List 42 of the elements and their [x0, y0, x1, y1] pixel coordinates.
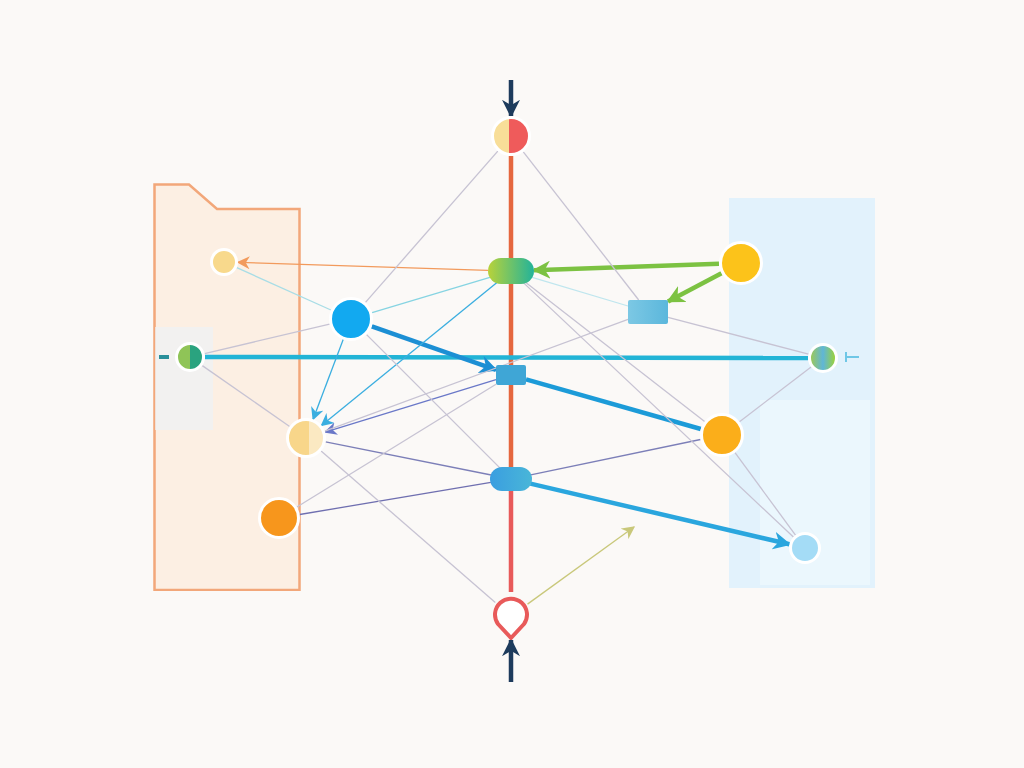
connector-line [667, 316, 810, 355]
connector-line [296, 383, 497, 508]
arrow [323, 378, 497, 435]
connector-line [324, 318, 629, 432]
arrow [529, 481, 792, 550]
connector-line [734, 452, 797, 536]
connector-line [299, 481, 492, 516]
connector-line [530, 276, 629, 307]
connector-line [320, 450, 496, 604]
hub-node [490, 467, 532, 491]
connector-line [525, 377, 702, 432]
arrow [532, 260, 720, 279]
arrow [236, 256, 489, 271]
arrow [371, 324, 498, 373]
connector-line [324, 441, 492, 476]
hub-node [488, 258, 534, 284]
folder-panel [153, 183, 301, 591]
connector-line [236, 267, 332, 311]
connector-line [738, 366, 812, 423]
connector-line [364, 150, 499, 304]
connector-line [530, 438, 702, 476]
square-node [628, 300, 668, 324]
arrow [666, 271, 723, 304]
connector-line [508, 491, 514, 592]
arrow [320, 281, 499, 427]
connector-line [201, 364, 291, 428]
connector-line [522, 281, 795, 538]
arrow [502, 638, 520, 682]
square-node [496, 365, 526, 385]
connector-line [523, 280, 706, 423]
connector-line [365, 333, 502, 470]
arrow [526, 526, 636, 605]
connector-line [522, 151, 640, 301]
connector-line [508, 284, 514, 365]
connector-line [508, 385, 514, 467]
side-panel [729, 198, 875, 588]
arrow [502, 80, 520, 118]
arrow [311, 338, 344, 421]
connector-line [371, 276, 492, 314]
connector-line [205, 354, 808, 361]
connector-line [508, 156, 514, 258]
connector-line [203, 323, 331, 355]
